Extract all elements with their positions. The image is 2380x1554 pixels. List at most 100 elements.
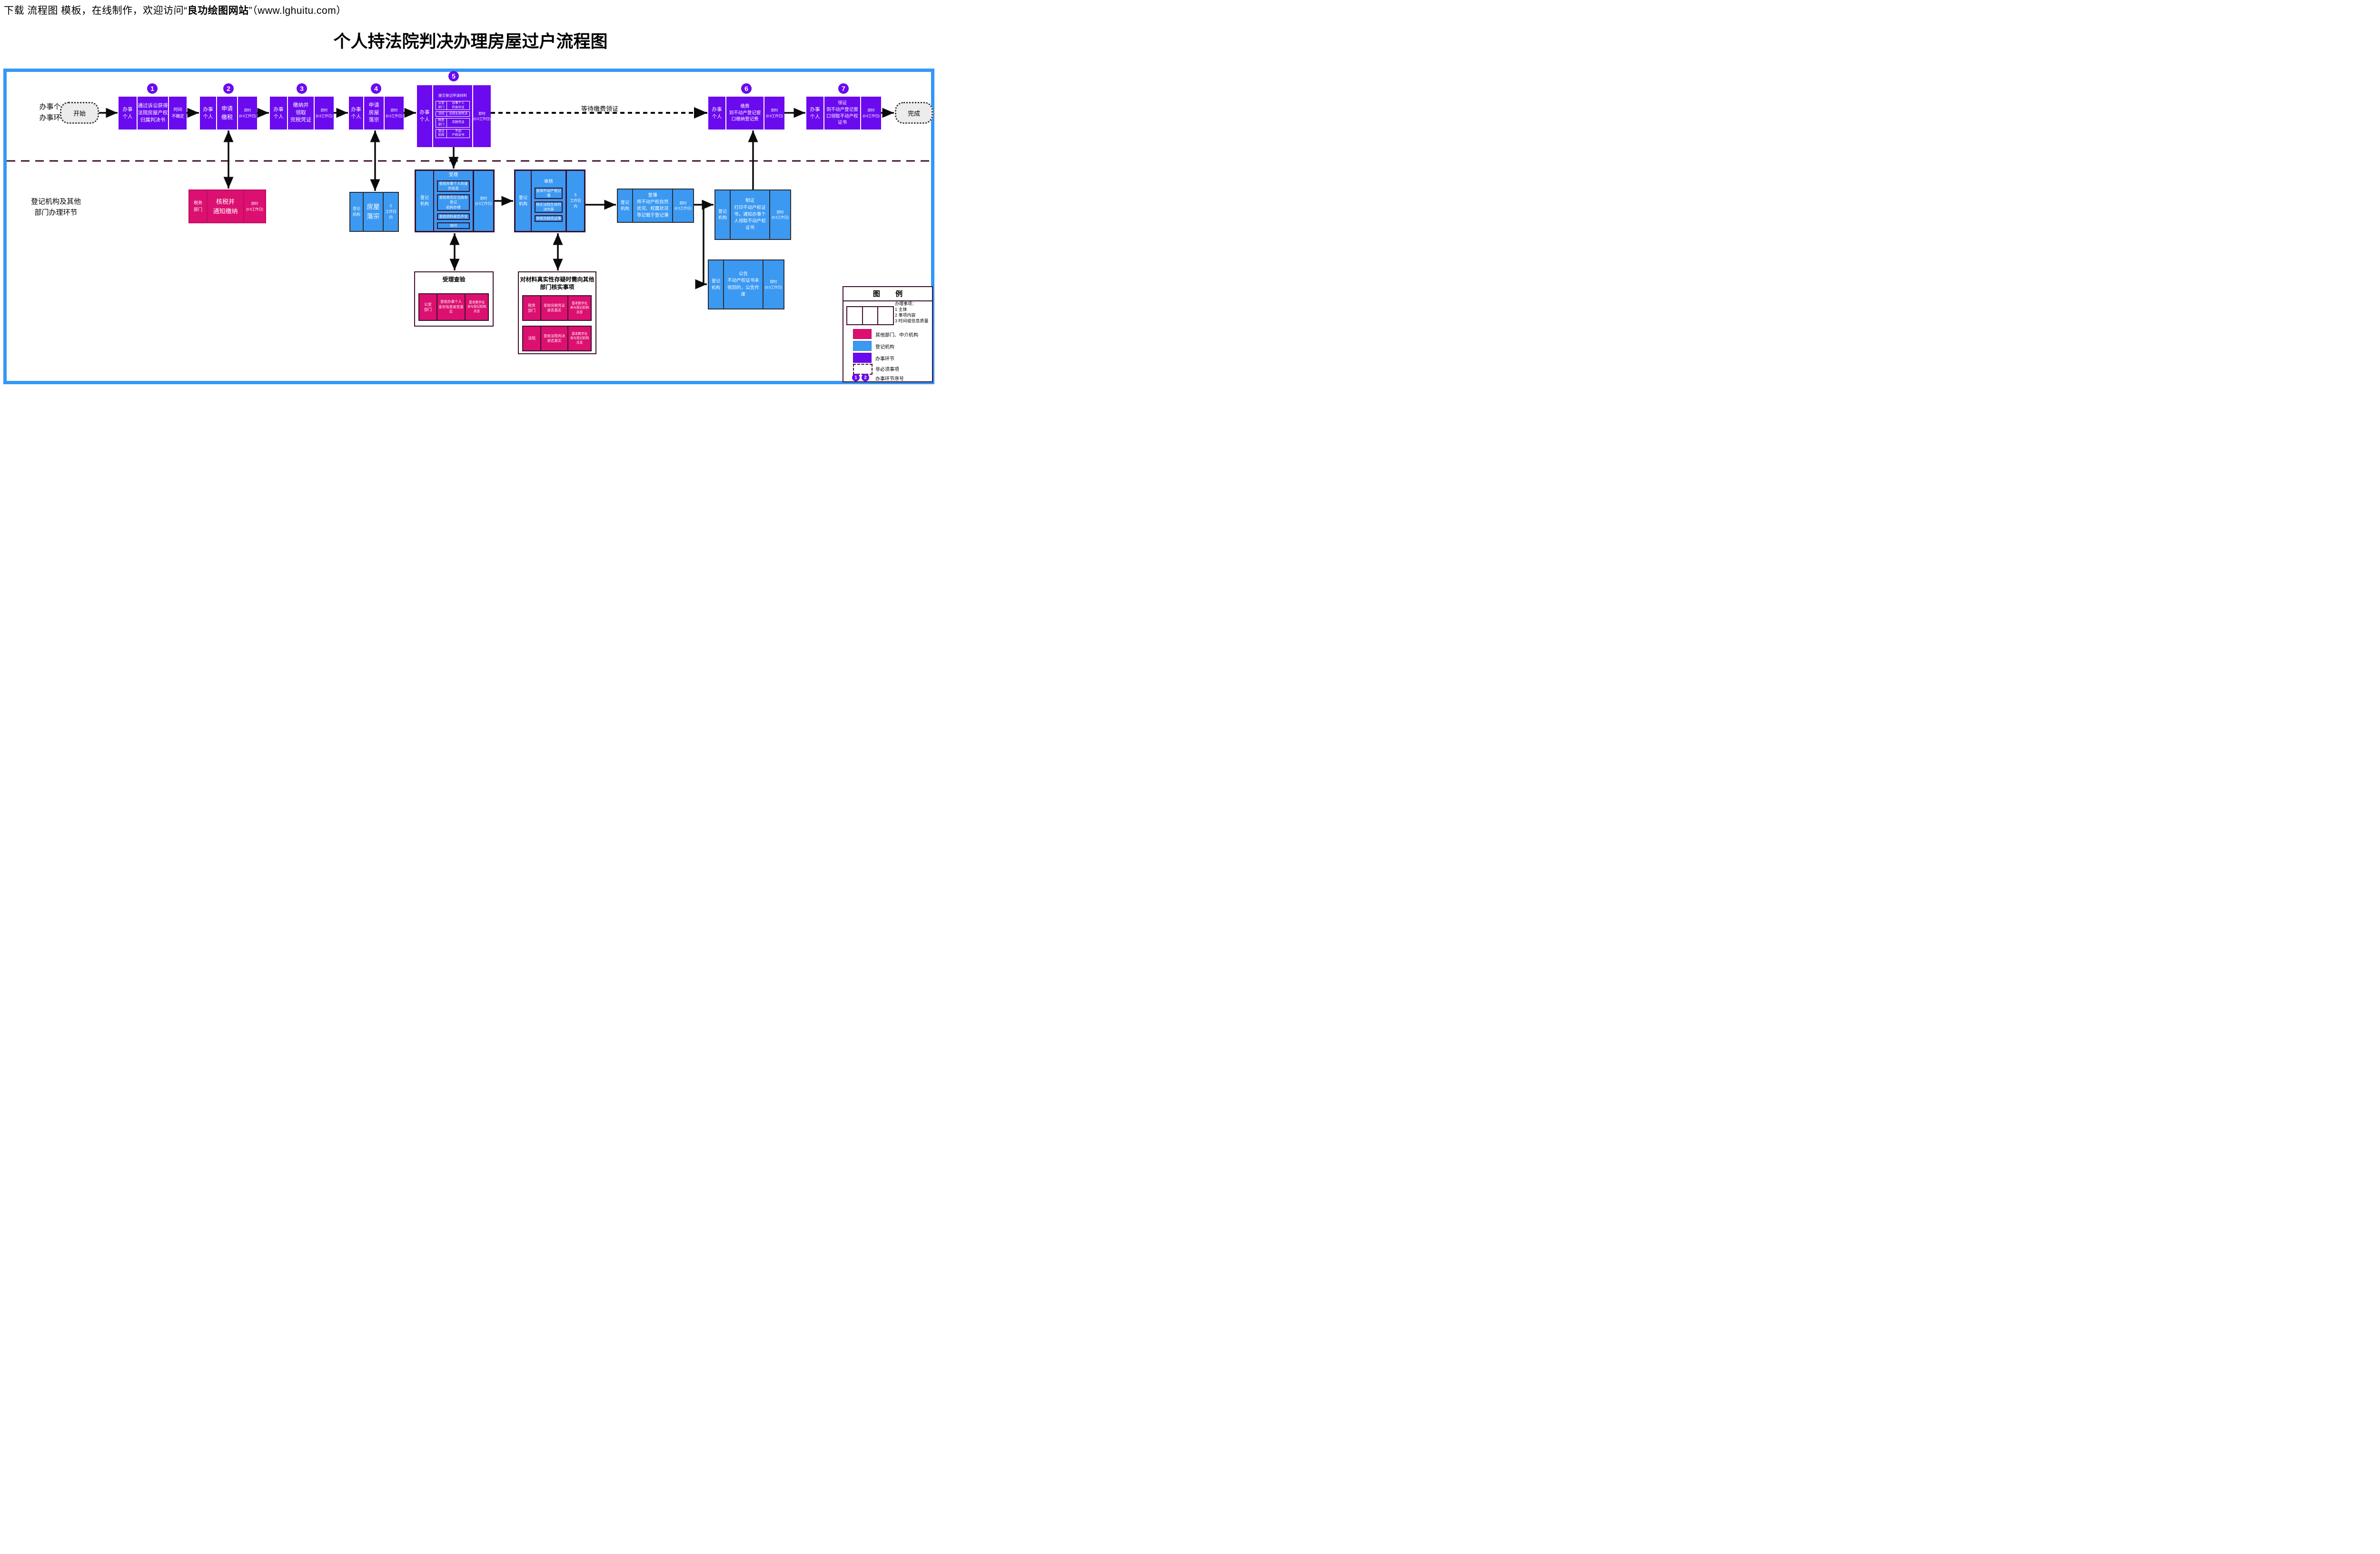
step-1-actor: 办事 个人 [119, 97, 138, 130]
start-node: 开始 [60, 102, 99, 124]
shouli-check-box: 受理查验 公安 部门 查验办事个人 身份信息是否真实 基本数字化 未与登记机构 … [414, 271, 494, 327]
gonggao-org: 登记 机构 [709, 260, 724, 309]
material-check-title: 对材料真实性存疑时需向其他 部门核实事项 [520, 276, 595, 291]
zhizheng-org: 登记 机构 [715, 190, 731, 239]
step-badge-4: 4 [371, 83, 381, 94]
step-2-time: 即时 (0.5工作日) [239, 108, 256, 118]
check-content: 查验完税凭证 是否真实 [541, 296, 568, 320]
shenhe-time: 5 工作日 内 [570, 193, 581, 209]
page: 下载 流程图 模板，在线制作，欢迎访问“良功绘图网站”（www.lghuitu.… [0, 0, 941, 388]
step-badge-5: 5 [448, 71, 459, 81]
shouli-item: 查验办事个人的身份信息 [437, 180, 470, 192]
luozong-box: 登记 机构 房屋 落宗 5 工作日 内 [349, 192, 399, 232]
step-2-content: 申请 缴税 [217, 97, 238, 130]
step-1-content: 通过诉讼获得 法院房屋产权 归属判决书 [138, 97, 169, 130]
shenhe-stack: 审核 查阅不动产登记薄 核实法院生效判决内容 审核完税凭证等 [532, 175, 565, 227]
shenhe-item: 查阅不动产登记薄 [535, 187, 563, 199]
step-5: 办事 个人 提交登记申请材料 公安 部门 办事个人 的身份证 法院 法院生效判决… [417, 85, 491, 147]
material-doc: 办事个人 的身份证 [447, 100, 470, 110]
step-badge-7: 7 [838, 83, 849, 94]
material-check-box: 对材料真实性存疑时需向其他 部门核实事项 税务 部门 查验完税凭证 是否真实 基… [518, 271, 596, 354]
step-1-time: 时间 不确定 [171, 107, 184, 119]
step-3-time: 即时 (0.5工作日) [316, 108, 333, 118]
legend-badge-1: 1 [852, 374, 860, 381]
legend-swatch-blue [853, 341, 872, 351]
shenhe-title: 审核 [544, 179, 553, 185]
legend-label: 非必须事项 [875, 367, 899, 372]
gonggao-time: 即时 (0.5工作日) [765, 279, 782, 289]
step-5-content: 提交登记申请材料 公安 部门 办事个人 的身份证 法院 法院生效判决 税务 部门… [433, 85, 473, 147]
step-4: 办事 个人 申请 房屋 落宗 即时 (0.5工作日) [349, 97, 404, 130]
step-7-actor: 办事 个人 [806, 97, 824, 130]
shouli-org: 登记 机构 [416, 171, 434, 231]
step-3-content: 缴纳并 领取 完税凭证 [288, 97, 315, 130]
material-row: 公安 部门 办事个人 的身份证 [436, 100, 470, 110]
shouli-check-row: 公安 部门 查验办事个人 身份信息是否真实 基本数字化 未与登记机构 共享 [418, 293, 489, 321]
step-5-materials: 提交登记申请材料 公安 部门 办事个人 的身份证 法院 法院生效判决 税务 部门… [433, 90, 472, 141]
zhizheng-box: 登记 机构 制证 打印不动产权证 书，通知办事个 人领取不动产权 证书 即时 (… [714, 189, 791, 240]
check-note: 基本数字化 未与登记机构 共享 [570, 302, 589, 314]
step-7-time: 即时 (0.5工作日) [863, 108, 880, 118]
shouli-content: 受理 查验办事个人的身份信息 查验是否应当由本登记 机构办理 查验资料是否齐全 … [434, 171, 474, 231]
step-badge-6: 6 [741, 83, 752, 94]
material-check-row: 税务 部门 查验完税凭证 是否真实 基本数字化 未与登记机构 共享 [522, 295, 592, 321]
material-org: 登记 机构 [436, 129, 447, 139]
step-5-actor: 办事 个人 [417, 85, 433, 147]
legend-label: 办事环节 [875, 357, 894, 362]
step-5-content-title: 提交登记申请材料 [438, 93, 467, 98]
site-brand: 良功绘图网站 [187, 5, 249, 16]
step-1: 办事 个人 通过诉讼获得 法院房屋产权 归属判决书 时间 不确定 [119, 97, 187, 130]
legend-swatch-purple [853, 353, 872, 363]
material-row: 法院 法院生效判决 [436, 111, 470, 117]
luozong-org: 登记 机构 [350, 193, 364, 231]
step-3: 办事 个人 缴纳并 领取 完税凭证 即时 (0.5工作日) [270, 97, 334, 130]
shenhe-item: 审核完税凭证等 [535, 215, 563, 222]
shenhe-org: 登记 机构 [516, 171, 532, 231]
site-header: 下载 流程图 模板，在线制作，欢迎访问“良功绘图网站”（www.lghuitu.… [4, 3, 347, 17]
step-6-actor: 办事 个人 [708, 97, 726, 130]
step-badge-2: 2 [223, 83, 234, 94]
material-org: 公安 部门 [436, 100, 447, 110]
material-row: 登记 机构 不动 产权证书 [436, 129, 470, 139]
gonggao-box: 登记 机构 公告 不动产权证书未 收回的，公告作 废 即时 (0.5工作日) [708, 259, 784, 309]
step-2: 办事 个人 申请 缴税 即时 (0.5工作日) [200, 97, 257, 130]
material-doc: 不动 产权证书 [447, 129, 470, 139]
step-6-time: 即时 (0.5工作日) [766, 108, 783, 118]
check-org: 公安 部门 [419, 294, 437, 320]
material-org: 法院 [436, 111, 447, 117]
step-3-actor: 办事 个人 [270, 97, 288, 130]
step-7: 办事 个人 领证 到不动产登记窗 口领取不动产权 证书 即时 (0.5工作日) [806, 97, 881, 130]
material-org: 税务 部门 [436, 118, 447, 128]
page-title: 个人持法院判决办理房屋过户流程图 [333, 31, 608, 51]
luozong-time: 5 工作日 内 [385, 204, 397, 219]
check-org: 法院 [523, 327, 541, 350]
dengbu-content: 登薄 将不动产权自然 状况、权属状况 等记载于登记薄 [633, 189, 673, 222]
dengbu-time: 即时 (0.5工作日) [674, 200, 692, 210]
step-4-time: 即时 (0.5工作日) [386, 108, 403, 118]
material-doc: 完税凭证 [447, 118, 470, 128]
dengbu-org: 登记 机构 [618, 189, 633, 222]
shouli-item: 查验资料是否齐全 [437, 213, 470, 220]
legend-badge-2: 2 [862, 374, 869, 381]
legend-label: 其他部门、中介机构 [875, 333, 918, 338]
step-badge-3: 3 [297, 83, 307, 94]
shouli-time: 即时 (0.5工作日) [475, 196, 492, 206]
step-6: 办事 个人 缴费 到不动产登记窗 口缴纳登记费 即时 (0.5工作日) [708, 97, 784, 130]
tax-org: 税务 部门 [189, 190, 208, 222]
step-4-actor: 办事 个人 [349, 97, 364, 130]
shouli-box: 登记 机构 受理 查验办事个人的身份信息 查验是否应当由本登记 机构办理 查验资… [415, 169, 495, 232]
shouli-check-title: 受理查验 [442, 276, 466, 283]
shouli-item: 询问 [437, 222, 470, 229]
lane-label-agency: 登记机构及其他 部门办理环节 [30, 198, 81, 217]
shouli-item: 查验是否应当由本登记 机构办理 [437, 194, 470, 211]
flowchart-frame [3, 69, 934, 384]
tax-time: 即时 (0.5工作日) [246, 201, 263, 211]
check-note: 基本数字化 未与登记机构 共享 [467, 301, 486, 313]
zhizheng-time: 即时 (0.5工作日) [772, 209, 789, 219]
step-5-time: 即时 (0.5工作日) [473, 111, 491, 121]
legend-sample-cell [863, 307, 879, 324]
legend-label: 办事环节序号 [875, 377, 904, 382]
shouli-stack: 受理 查验办事个人的身份信息 查验是否应当由本登记 机构办理 查验资料是否齐全 … [434, 171, 473, 231]
step-4-content: 申请 房屋 落宗 [364, 97, 385, 130]
dengbu-box: 登记 机构 登薄 将不动产权自然 状况、权属状况 等记载于登记薄 即时 (0.5… [617, 189, 694, 223]
